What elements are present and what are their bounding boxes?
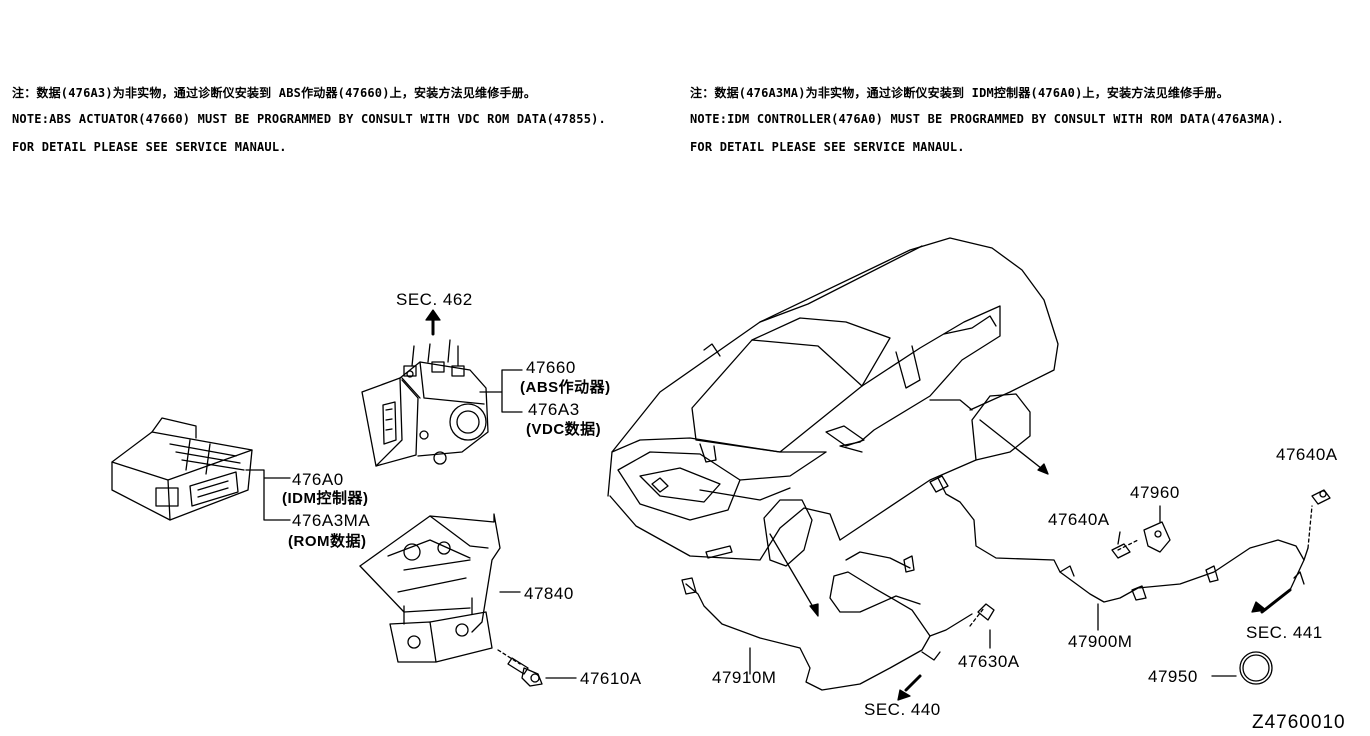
label-476a3ma: 476A3MA (292, 511, 371, 530)
label-47840: 47840 (524, 584, 574, 603)
note-right-detail: FOR DETAIL PLEASE SEE SERVICE MANAUL. (690, 140, 965, 154)
label-sec-462: SEC. 462 (396, 290, 473, 309)
note-right-en: NOTE:IDM CONTROLLER(476A0) MUST BE PROGR… (690, 112, 1284, 126)
note-left-en: NOTE:ABS ACTUATOR(47660) MUST BE PROGRAM… (12, 112, 606, 126)
idm-controller-drawing (112, 418, 290, 520)
note-left-cn: 注：数据(476A3)为非实物，通过诊断仪安装到 ABS作动器(47660)上，… (12, 86, 537, 100)
label-47660-cn: (ABS作动器) (520, 379, 611, 396)
bracket-drawing (360, 514, 520, 662)
label-47950: 47950 (1148, 667, 1198, 686)
label-476a3-cn: (VDC数据) (526, 421, 602, 438)
rear-sensor-harness-drawing (930, 476, 1330, 684)
abs-actuator-drawing (362, 300, 522, 466)
bolt-47610a-drawing (498, 650, 576, 686)
label-476a3: 476A3 (528, 400, 580, 419)
label-47640a-top: 47640A (1276, 445, 1338, 464)
label-47630a: 47630A (958, 652, 1020, 671)
label-47900m: 47900M (1068, 632, 1133, 651)
note-right-cn: 注：数据(476A3MA)为非实物，通过诊断仪安装到 IDM控制器(476A0)… (690, 86, 1229, 100)
label-47640a-mid: 47640A (1048, 510, 1110, 529)
vehicle-drawing (608, 238, 1058, 616)
label-47660: 47660 (526, 358, 576, 377)
label-47910m: 47910M (712, 668, 777, 687)
label-47610a: 47610A (580, 669, 642, 688)
label-sec-441: SEC. 441 (1246, 623, 1323, 642)
label-476a0: 476A0 (292, 470, 344, 489)
label-476a0-cn: (IDM控制器) (282, 490, 369, 507)
label-47960: 47960 (1130, 483, 1180, 502)
label-sec-440: SEC. 440 (864, 700, 941, 719)
label-476a3ma-cn: (ROM数据) (288, 533, 367, 550)
diagram-id: Z4760010 (1252, 712, 1346, 733)
note-left-detail: FOR DETAIL PLEASE SEE SERVICE MANAUL. (12, 140, 287, 154)
front-sensor-harness-drawing (682, 552, 994, 700)
